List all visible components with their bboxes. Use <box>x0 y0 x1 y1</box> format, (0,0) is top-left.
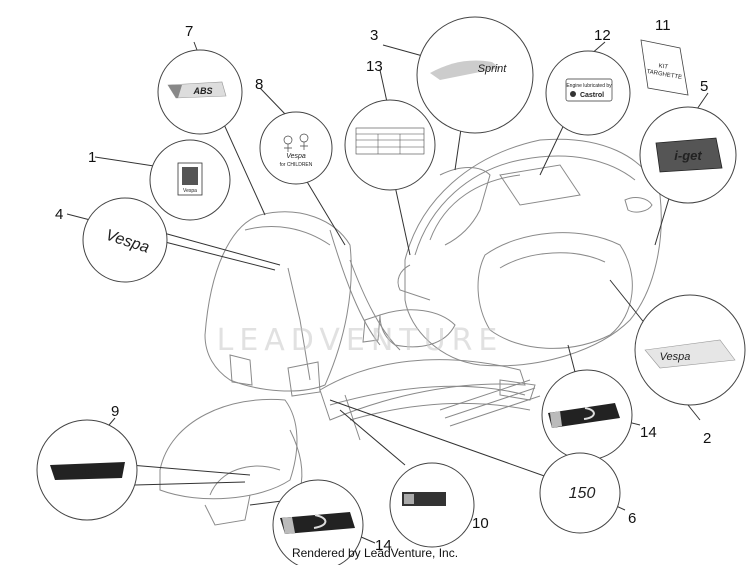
callout-14-right: 14 <box>640 424 657 441</box>
castrol-line1: Engine lubricated by <box>566 83 612 89</box>
bubble-6 <box>539 452 621 534</box>
callout-11: 11 <box>655 17 671 34</box>
callout-14-bottom: 14 <box>375 537 392 554</box>
callout-8: 8 <box>255 76 263 93</box>
iget-decal-label: i-get <box>674 148 702 163</box>
vespa-badge-emblem <box>182 167 198 185</box>
abs-decal-top <box>167 81 227 99</box>
sprint-decal: Sprint <box>478 63 508 75</box>
callout-5: 5 <box>700 78 708 95</box>
abs-decal-top-label: ABS <box>192 86 212 96</box>
info-label-decal <box>355 127 425 155</box>
callout-2: 2 <box>703 430 711 447</box>
castrol-line2: Castrol <box>580 92 604 99</box>
callout-12: 12 <box>594 27 611 44</box>
castrol-logo-icon <box>570 91 576 97</box>
callout-3: 3 <box>370 27 378 44</box>
callout-4: 4 <box>55 206 63 223</box>
watermark: LEADVENTURE <box>217 323 504 358</box>
callout-9: 9 <box>111 403 119 420</box>
callout-10: 10 <box>472 515 489 532</box>
stripe-decal-bottom <box>280 512 355 534</box>
bubble-3 <box>416 16 534 134</box>
callout-13: 13 <box>366 58 383 75</box>
stripe-decal-right <box>548 403 620 428</box>
callout-1: 1 <box>88 149 96 166</box>
for-children-decal <box>283 133 309 152</box>
callout-7: 7 <box>185 23 193 40</box>
bubble-4 <box>82 197 168 283</box>
callout-numbers: 1 2 3 4 5 6 7 8 9 10 11 12 13 14 14 <box>55 17 711 554</box>
iget-decal <box>655 137 723 173</box>
model-150-decal: 150 <box>569 485 596 502</box>
kit-line1: KIT <box>658 63 669 71</box>
abs-decal-bottom-label: ABS <box>81 468 99 477</box>
callout-6: 6 <box>628 510 636 527</box>
vespa-side-decal-label: Vespa <box>660 351 691 363</box>
vespa-side-decal <box>644 339 736 369</box>
decal-bubbles <box>36 16 746 565</box>
vespa-badge-label: Vespa <box>183 188 197 194</box>
for-children-bottom: for CHILDREN <box>280 162 313 168</box>
bubble-8 <box>259 111 333 185</box>
kit-targhette-card <box>640 39 689 96</box>
footer-credit: Rendered by LeadVenture, Inc. <box>291 546 459 560</box>
sprint-decal-shape <box>430 60 500 80</box>
castrol-decal <box>565 78 613 102</box>
scooter-outline <box>159 138 662 526</box>
abs-decal-bottom <box>50 462 125 480</box>
for-children-top: Vespa <box>286 153 306 160</box>
